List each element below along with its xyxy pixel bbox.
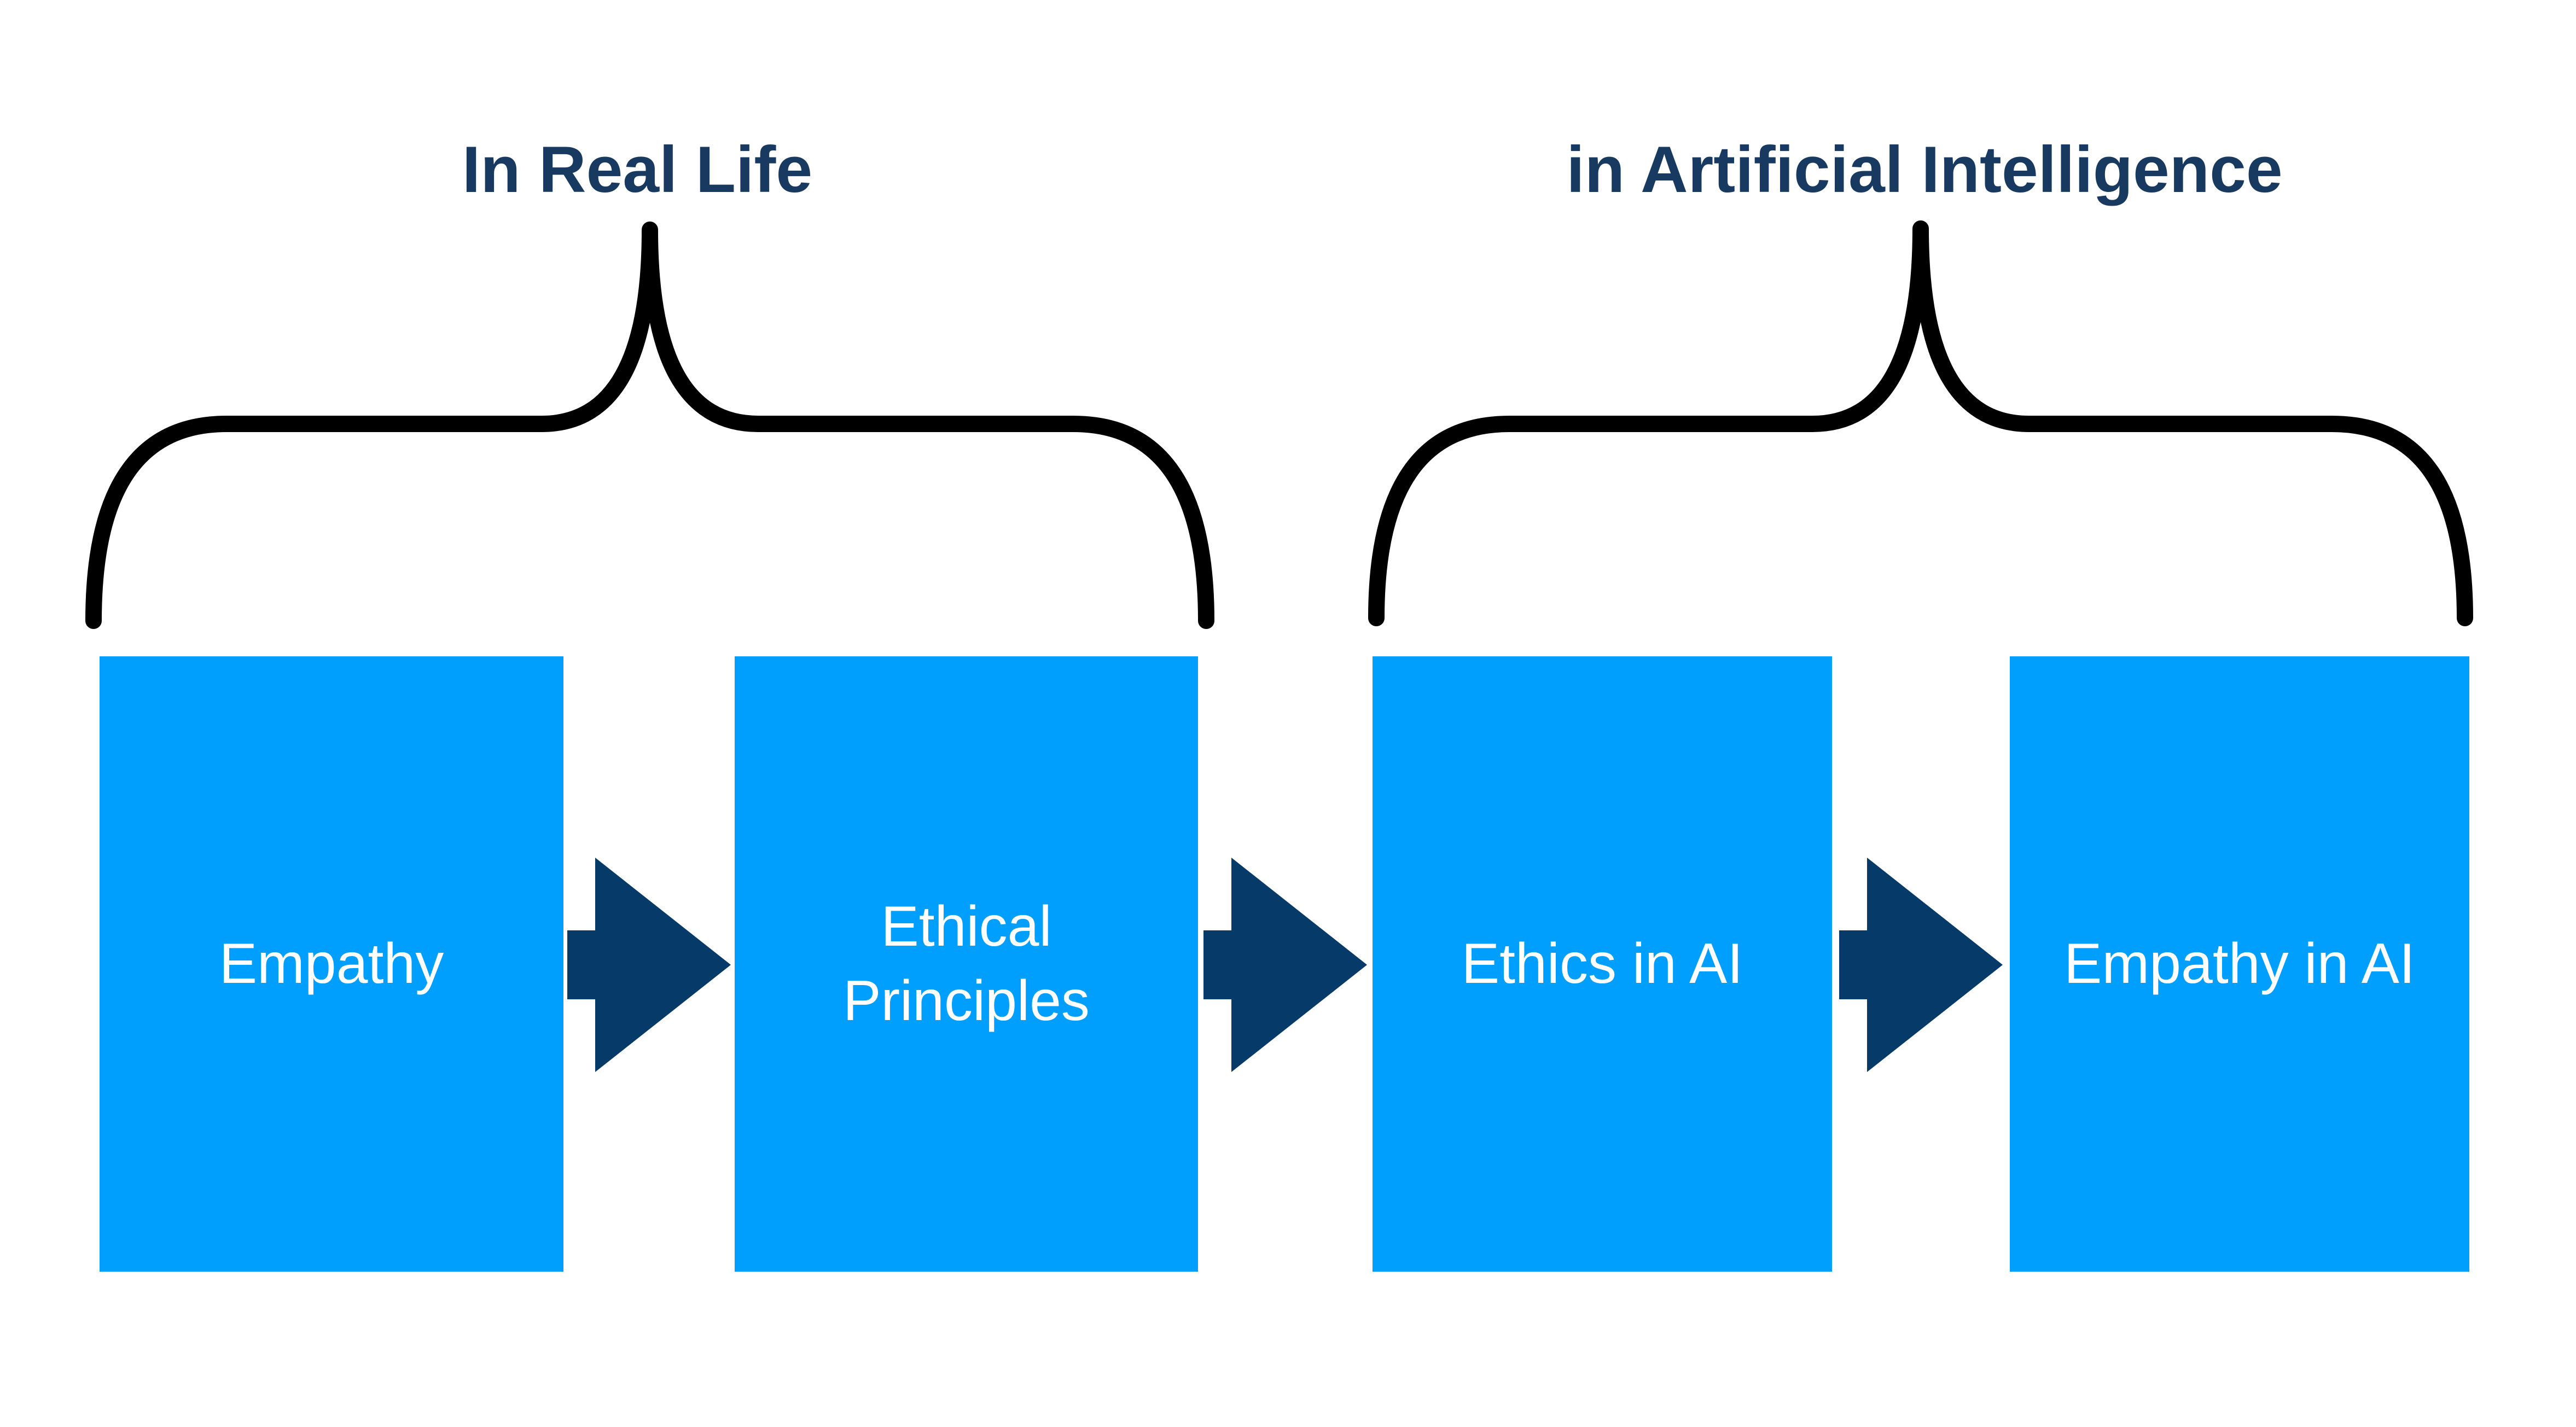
header-in-real-life: In Real Life bbox=[462, 133, 813, 206]
left-curly-brace-icon bbox=[85, 222, 1214, 629]
flow-box-ethics-in-ai: Ethics in AI bbox=[1373, 656, 1832, 1272]
arrow-right-icon bbox=[567, 858, 731, 1072]
arrow-right-icon bbox=[1839, 858, 2003, 1072]
flow-box-label: Empathy bbox=[219, 931, 444, 995]
flow-box-label: Empathy in AI bbox=[2064, 931, 2415, 995]
flow-box-empathy: Empathy bbox=[100, 656, 563, 1272]
right-curly-brace-icon bbox=[1368, 220, 2473, 626]
header-in-artificial-intelligence: in Artificial Intelligence bbox=[1566, 133, 2283, 206]
flow-box-label: Ethical Principles bbox=[843, 895, 1090, 1033]
flow-box-label: Ethics in AI bbox=[1461, 931, 1743, 995]
flow-box-empathy-in-ai: Empathy in AI bbox=[2010, 656, 2469, 1272]
arrow-right-icon bbox=[1203, 858, 1367, 1072]
flow-box-ethical-principles: Ethical Principles bbox=[735, 656, 1198, 1272]
